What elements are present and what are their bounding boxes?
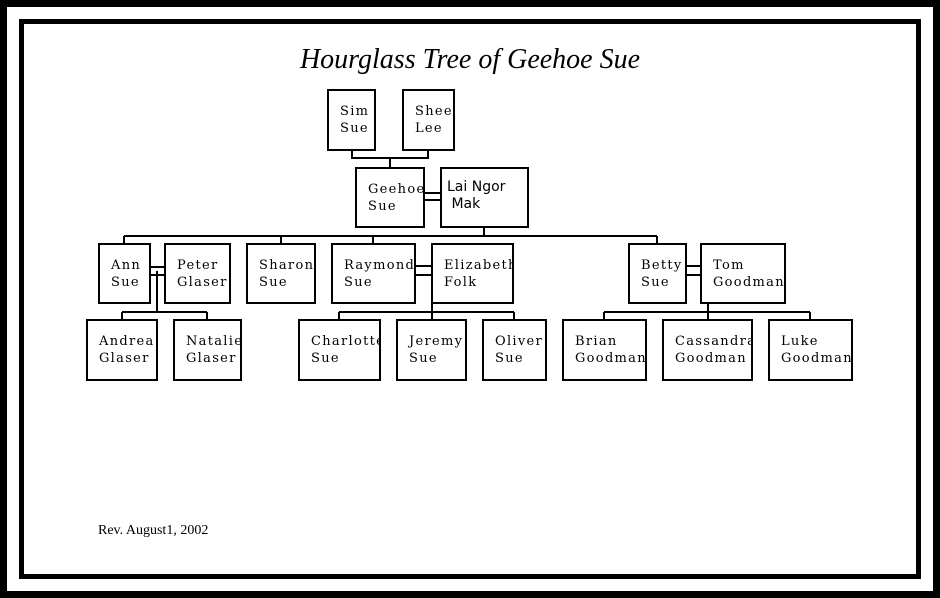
person-name: Ann Sue xyxy=(111,258,142,290)
person-box-lai-ngor-mak: Lai Ngor Mak xyxy=(440,167,529,228)
person-box-betty-sue: Betty Sue xyxy=(628,243,687,304)
person-name: Raymond Sue xyxy=(344,258,416,290)
person-name: Charlotte Sue xyxy=(311,334,381,366)
person-name: Cassandra Goodman xyxy=(675,334,753,366)
person-name: Sharon Sue xyxy=(259,258,315,290)
person-name: Jeremy Sue xyxy=(409,334,464,366)
person-box-natalie-glaser: Natalie Glaser xyxy=(173,319,242,381)
person-box-oliver-sue: Oliver Sue xyxy=(482,319,547,381)
person-name: Geehoe Sue xyxy=(368,182,425,214)
person-name: Elizabeth Folk xyxy=(444,258,514,290)
person-name: Peter Glaser xyxy=(177,258,228,290)
person-box-elizabeth-folk: Elizabeth Folk xyxy=(431,243,514,304)
person-box-geehoe-sue: Geehoe Sue xyxy=(355,167,425,228)
person-name: Shee Lee xyxy=(415,104,453,136)
person-name: Luke Goodman xyxy=(781,334,853,366)
page-title: Hourglass Tree of Geehoe Sue xyxy=(299,44,641,75)
person-box-sharon-sue: Sharon Sue xyxy=(246,243,316,304)
person-box-raymond-sue: Raymond Sue xyxy=(331,243,416,304)
person-box-luke-goodman: Luke Goodman xyxy=(768,319,853,381)
person-box-brian-goodman: Brian Goodman xyxy=(562,319,647,381)
person-box-peter-glaser: Peter Glaser xyxy=(164,243,231,304)
person-name: Natalie Glaser xyxy=(186,334,242,366)
person-name: Betty Sue xyxy=(641,258,683,290)
person-name: Brian Goodman xyxy=(575,334,647,366)
person-box-cassandra-goodman: Cassandra Goodman xyxy=(662,319,753,381)
revision-date: Rev. August1, 2002 xyxy=(98,523,209,538)
person-name: Tom Goodman xyxy=(713,258,785,290)
person-box-andrea-glaser: Andrea Glaser xyxy=(86,319,158,381)
person-name: Lai Ngor Mak xyxy=(447,179,506,212)
person-box-ann-sue: Ann Sue xyxy=(98,243,151,304)
person-name: Sim Sue xyxy=(340,104,370,136)
person-box-tom-goodman: Tom Goodman xyxy=(700,243,786,304)
person-box-sim-sue: Sim Sue xyxy=(327,89,376,151)
person-box-jeremy-sue: Jeremy Sue xyxy=(396,319,467,381)
person-box-charlotte-sue: Charlotte Sue xyxy=(298,319,381,381)
person-name: Oliver Sue xyxy=(495,334,544,366)
person-box-shee-lee: Shee Lee xyxy=(402,89,455,151)
person-name: Andrea Glaser xyxy=(99,334,155,366)
